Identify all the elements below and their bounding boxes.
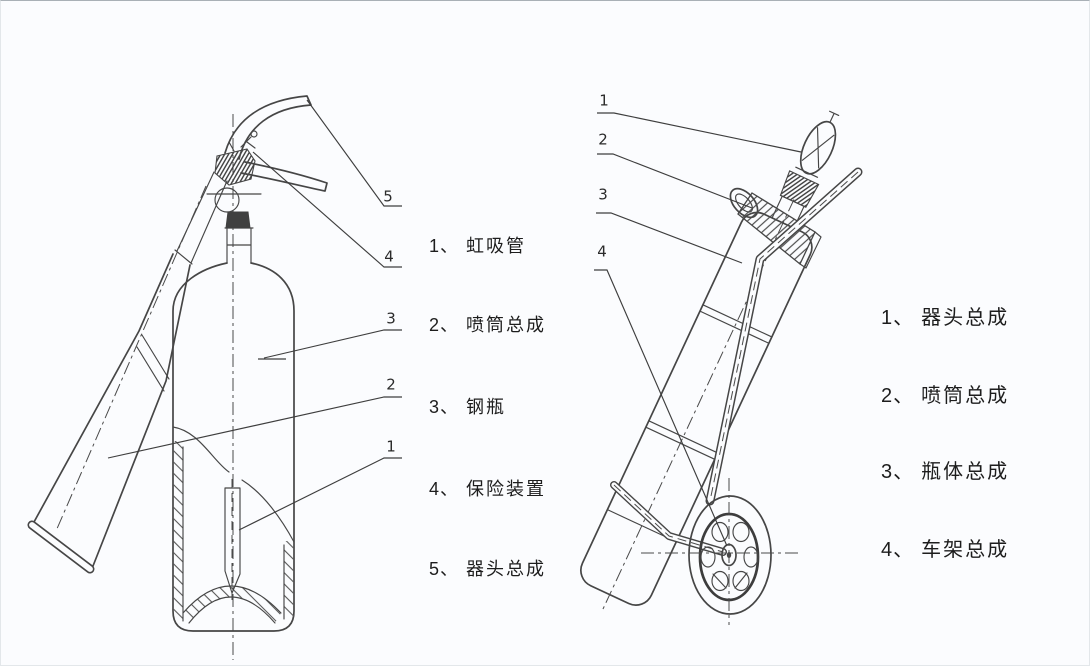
callout-left-1: 1: [386, 437, 396, 456]
legend-item-number: 4、: [881, 539, 915, 561]
legend-item: 2、 喷筒总成: [881, 379, 1009, 408]
legend-item-number: 3、: [881, 461, 915, 483]
legend-item-number: 2、: [881, 385, 915, 407]
callout-right-4: 4: [597, 242, 607, 261]
legend-item: 5、 器头总成: [429, 555, 546, 581]
legend-item: 3、 钢瓶: [429, 393, 506, 419]
legend-item: 4、 车架总成: [881, 533, 1009, 562]
legend-item-number: 1、: [429, 236, 460, 256]
legend-item-number: 1、: [881, 307, 915, 329]
callout-right-2: 2: [598, 130, 608, 149]
legend-item-label: 车架总成: [921, 539, 1010, 561]
callout-right-1: 1: [599, 91, 609, 110]
legend-item-label: 保险装置: [466, 479, 547, 499]
legend-item: 1、 器头总成: [881, 301, 1009, 330]
legend-item-label: 器头总成: [921, 307, 1010, 329]
callout-left-2: 2: [386, 375, 396, 394]
legend-item-number: 2、: [429, 315, 460, 335]
legend-item-number: 5、: [429, 559, 460, 579]
legend-item-label: 器头总成: [466, 559, 547, 579]
legend-item-number: 3、: [429, 397, 460, 417]
legend-item: 4、 保险装置: [429, 475, 546, 501]
legend-item: 2、 喷筒总成: [429, 311, 546, 337]
callout-left-3: 3: [386, 309, 396, 328]
legend-item-label: 喷筒总成: [921, 385, 1010, 407]
callout-left-5: 5: [383, 187, 393, 206]
callout-right-3: 3: [598, 185, 608, 204]
legend-item: 1、 虹吸管: [429, 232, 526, 258]
callout-left-4: 4: [384, 247, 394, 266]
cart-extinguisher-drawing: [580, 110, 863, 625]
legend-item: 3、 瓶体总成: [881, 455, 1009, 484]
legend-item-label: 瓶体总成: [921, 461, 1010, 483]
portable-extinguisher-drawing: [27, 95, 402, 660]
legend-item-number: 4、: [429, 479, 460, 499]
legend-item-label: 喷筒总成: [466, 315, 547, 335]
legend-item-label: 钢瓶: [466, 397, 507, 417]
legend-item-label: 虹吸管: [466, 236, 527, 256]
